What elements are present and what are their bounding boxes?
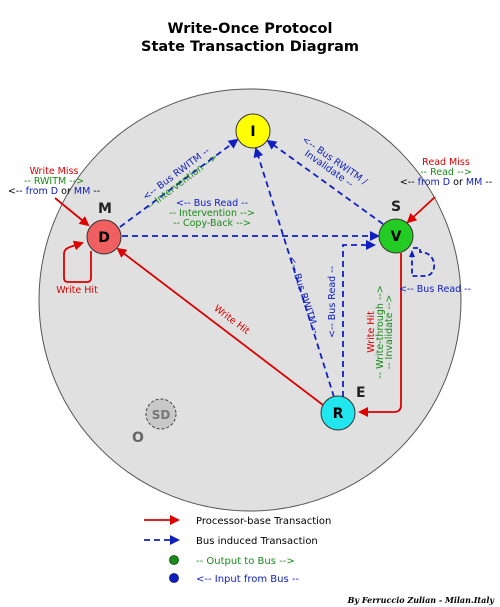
transition-r-to-v xyxy=(342,240,376,397)
state-v-circle xyxy=(378,218,414,254)
legend-output-dot xyxy=(169,555,179,565)
d-to-v-label-3: -- Copy-Back --> xyxy=(173,218,251,229)
state-i-label: I xyxy=(250,124,255,140)
v-self-loop-label: <-- Bus Read -- xyxy=(399,284,471,295)
state-letter-m: M xyxy=(98,201,112,217)
v-to-r-label-2: -- Write-through --> xyxy=(375,285,386,379)
legend-bus-label: Bus induced Transaction xyxy=(196,536,318,547)
outer-state-circle xyxy=(38,88,462,512)
legend-processor-label: Processor-base Transaction xyxy=(196,516,331,527)
transition-d-to-i xyxy=(119,138,239,228)
state-d-label: D xyxy=(98,230,110,246)
transition-r-to-i xyxy=(253,147,335,398)
write-miss-line3: <-- from D or MM -- xyxy=(8,186,100,197)
read-miss-line2: -- Read --> xyxy=(420,167,472,178)
state-letter-o: O xyxy=(132,430,144,446)
transition-v-self-loop xyxy=(411,247,436,277)
title-line-1: Write-Once Protocol xyxy=(168,21,333,37)
transition-d-self-loop xyxy=(63,240,92,283)
v-self-loop-arrowhead xyxy=(409,250,415,257)
v-to-r-label-1: Write Hit xyxy=(366,311,377,353)
author-credit: By Ferruccio Zulian - Milan.Italy xyxy=(347,595,496,605)
read-miss-line3: <-- from D or MM -- xyxy=(400,177,492,188)
transition-v-to-i xyxy=(266,139,384,225)
state-v-label: V xyxy=(391,229,402,245)
state-letter-e: E xyxy=(356,385,366,401)
v-to-r-label-3: -- Invalidate --> xyxy=(384,295,395,370)
write-miss-title: Write Miss xyxy=(30,166,79,177)
state-d-circle xyxy=(86,219,122,255)
d-to-v-label-2: -- Intervention --> xyxy=(169,208,255,219)
transition-r-to-d xyxy=(116,247,324,406)
transition-read-miss xyxy=(406,196,436,224)
write-miss-line2: -- RWITM --> xyxy=(24,176,84,187)
read-miss-title: Read Miss xyxy=(422,157,470,168)
state-r-circle xyxy=(320,395,356,431)
legend-input-label: <-- Input from Bus -- xyxy=(196,574,299,585)
transition-write-miss xyxy=(54,197,90,227)
d-to-v-label-1: <-- Bus Read -- xyxy=(176,198,248,209)
state-sd-circle xyxy=(145,398,177,430)
state-r-label: R xyxy=(333,406,344,422)
legend-output-label: -- Output to Bus --> xyxy=(196,556,295,567)
r-to-v-label: <-- Bus Read -- xyxy=(327,266,338,338)
legend-input-dot xyxy=(169,573,179,583)
state-i-circle xyxy=(235,113,271,149)
transition-v-to-r xyxy=(358,253,402,417)
state-sd-label: SD xyxy=(152,408,171,422)
state-letter-s: S xyxy=(391,199,401,215)
write-hit-m-label: Write Hit xyxy=(56,285,98,296)
title-line-2: State Transaction Diagram xyxy=(141,39,359,55)
